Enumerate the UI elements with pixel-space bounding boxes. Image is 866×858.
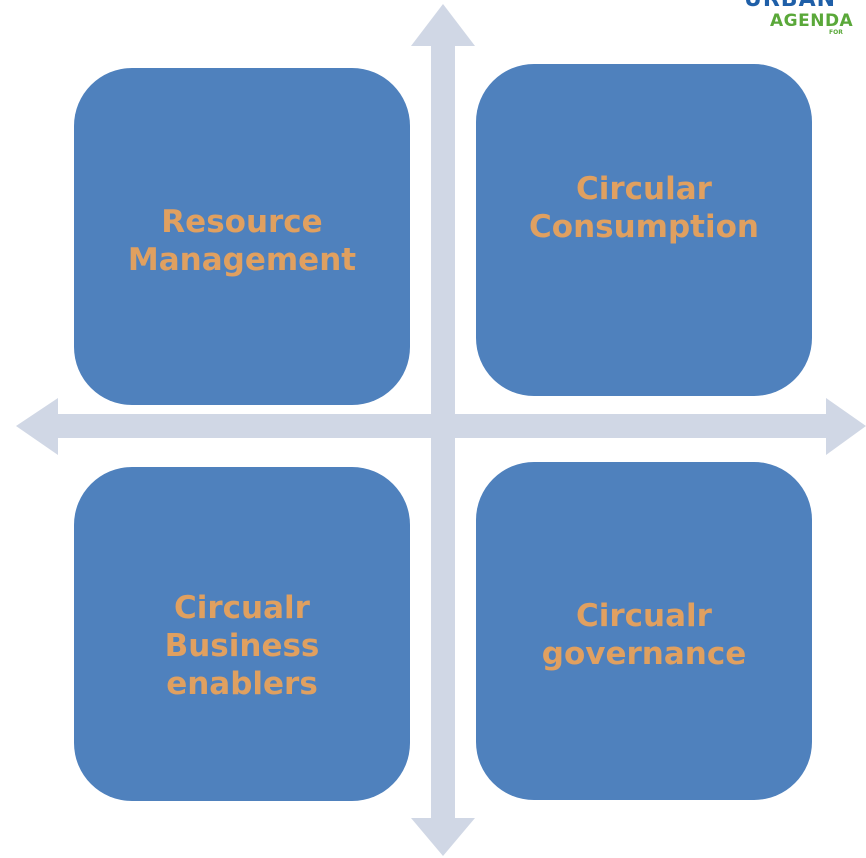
quadrant-circular-governance: Circualr governance: [476, 462, 812, 800]
label-line: Circualr: [174, 590, 310, 626]
quadrant-circular-business-enablers: Circualr Business enablers: [74, 467, 410, 801]
quadrant-circular-consumption: Circular Consumption: [476, 64, 812, 396]
left-arrowhead-icon: [16, 398, 58, 455]
quadrant-label: Circular Consumption: [519, 170, 769, 246]
logo-line-for: FOR: [829, 29, 843, 36]
down-arrowhead-icon: [411, 818, 475, 856]
label-line: Consumption: [529, 209, 759, 245]
quadrant-label: Circualr Business enablers: [155, 589, 330, 703]
logo-line-agenda: AGENDA: [770, 11, 854, 31]
urban-agenda-logo: URBAN AGENDA FOR: [736, 0, 866, 40]
quadrant-label: Circualr governance: [532, 597, 756, 673]
label-line: Management: [127, 241, 357, 278]
label-line: enablers: [166, 666, 318, 702]
label-line: governance: [541, 636, 747, 672]
label-line: Circualr: [576, 598, 712, 634]
quadrant-resource-management: Resource Management: [74, 68, 410, 405]
label-line: Resource: [161, 203, 323, 240]
vertical-arrow-shaft: [431, 46, 455, 820]
label-line: Business: [164, 628, 320, 664]
logo-line-urban: URBAN: [744, 0, 836, 12]
label-line: Circular: [576, 171, 712, 207]
right-arrowhead-icon: [826, 398, 866, 455]
quadrant-label: Resource Management: [118, 203, 366, 279]
up-arrowhead-icon: [411, 4, 475, 46]
